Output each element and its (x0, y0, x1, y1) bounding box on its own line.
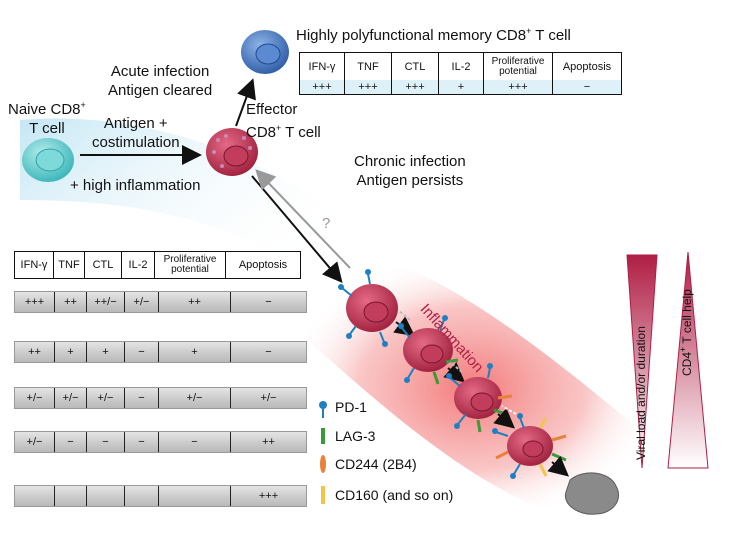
exhaustion-cell: ++ (159, 292, 231, 312)
exhausted-cell-3 (446, 363, 513, 433)
exhaustion-row: ++++−+− (14, 341, 307, 363)
naive-cell (22, 138, 74, 182)
exhaustion-cell: +/− (125, 292, 159, 312)
exhaustion-cell: +/− (55, 388, 87, 408)
exhaustion-cell (87, 486, 125, 506)
legend-lag3: LAG-3 (335, 428, 376, 444)
exhaustion-cell: − (125, 388, 159, 408)
exhaustion-cell: ++ (262, 436, 275, 448)
legend-pd1: PD-1 (335, 399, 367, 415)
memory-value: − (552, 80, 622, 95)
high-inflammation-label: + high inflammation (70, 177, 201, 194)
exhaustion-cell: − (265, 346, 272, 358)
cd4-help-triangle (667, 251, 709, 469)
memory-value: +++ (391, 80, 439, 95)
memory-value: +++ (483, 80, 553, 95)
col-apoptosis: Apoptosis (552, 52, 622, 80)
exhaustion-row: +++++++/−+/−++− (14, 291, 307, 313)
exhaustion-row: +/−+/−+/−−+/−+/− (14, 387, 307, 409)
exhaustion-cell: + (87, 342, 125, 362)
exhausted-cell-4 (492, 413, 567, 479)
exhaustion-cell: + (55, 342, 87, 362)
viral-load-triangle (626, 254, 658, 469)
memory-value: +++ (299, 80, 345, 95)
col-ifn: IFN-γ (14, 251, 54, 279)
memory-value: +++ (344, 80, 392, 95)
exhaustion-cell: +/− (159, 388, 231, 408)
exhaustion-cell: ++ (15, 342, 55, 362)
col-ctl: CTL (84, 251, 122, 279)
exhaustion-cell: − (265, 296, 272, 308)
exhaustion-cell: +/− (260, 392, 277, 404)
exhaustion-cell: +/− (15, 432, 55, 452)
exhaustion-cell: ++/− (87, 292, 125, 312)
exhaustion-cell: + (159, 342, 231, 362)
exhaustion-cell (125, 486, 159, 506)
pd1-icon (319, 401, 327, 418)
col-tnf: TNF (344, 52, 392, 80)
exhaustion-cell: − (87, 432, 125, 452)
exhaustion-cell: +++ (15, 292, 55, 312)
legend-cd244: CD244 (2B4) (335, 456, 417, 472)
apoptotic-cell (564, 472, 619, 515)
cd244-icon (320, 455, 326, 473)
arrow-effector-to-memory (235, 78, 256, 127)
memory-table: IFN-γ TNF CTL IL-2 Proliferative potenti… (299, 52, 622, 95)
blue-glow (20, 118, 360, 291)
exhaustion-cell (55, 486, 87, 506)
exhaustion-cell: − (125, 342, 159, 362)
exhaustion-cell: − (55, 432, 87, 452)
memory-value: + (438, 80, 484, 95)
col-il2: IL-2 (438, 52, 484, 80)
col-proliferative: Proliferative potential (154, 251, 226, 279)
col-ifn: IFN-γ (299, 52, 345, 80)
col-tnf: TNF (53, 251, 85, 279)
col-apoptosis: Apoptosis (225, 251, 301, 279)
arrow-reversal (255, 169, 351, 269)
exhaustion-row: +/−−−−−++ (14, 431, 307, 453)
col-proliferative: Proliferative potential (483, 52, 553, 80)
exhaustion-row: +++ (14, 485, 307, 507)
legend-cd160: CD160 (and so on) (335, 487, 454, 503)
reversal-question: ? (322, 215, 331, 232)
exhaustion-cell: +/− (87, 388, 125, 408)
memory-title: Highly polyfunctional memory CD8+ T cell (296, 26, 571, 44)
naive-label: Naive CD8+T cell (8, 100, 86, 137)
arrow-effector-to-chronic (251, 175, 343, 284)
antigen-label: Antigen +costimulation (92, 115, 180, 151)
effector-cell (206, 128, 258, 176)
exhaustion-cell: − (125, 432, 159, 452)
exhaustion-cell: − (159, 432, 231, 452)
memory-cell (241, 30, 289, 74)
exhaustion-cell: ++ (55, 292, 87, 312)
exhaustion-table-header: IFN-γ TNF CTL IL-2 Proliferative potenti… (14, 251, 301, 279)
exhaustion-cell (15, 486, 55, 506)
viral-load-label: Viral load and/or duration (634, 326, 648, 460)
col-ctl: CTL (391, 52, 439, 80)
col-il2: IL-2 (121, 251, 155, 279)
cd4-help-label: CD4+ T cell help (678, 289, 694, 376)
exhaustion-cell (159, 486, 231, 506)
exhausted-cell-2 (398, 315, 459, 385)
exhaustion-cell: +++ (258, 490, 279, 502)
exhausted-cell-1 (338, 269, 398, 347)
exhaustion-cell: +/− (15, 388, 55, 408)
